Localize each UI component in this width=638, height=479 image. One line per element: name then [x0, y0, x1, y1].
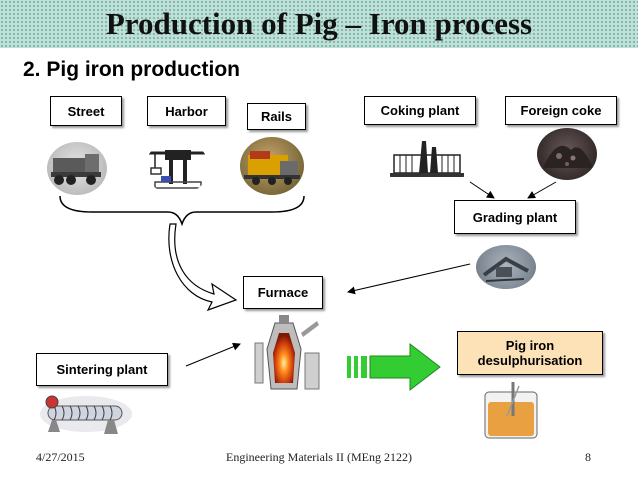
curved-arrow-to-furnace	[168, 223, 238, 312]
rails-box: Rails	[247, 103, 306, 130]
street-box: Street	[50, 96, 122, 126]
desulph-label-line2: desulphurisation	[477, 353, 583, 368]
ladle-image	[479, 382, 543, 444]
blast-furnace-image	[253, 313, 323, 391]
sintering-plant-image	[38, 388, 134, 438]
grouping-brace	[59, 195, 305, 227]
ladle-icon	[484, 382, 538, 439]
coke-pile-icon	[543, 145, 593, 168]
truck-icon	[51, 154, 101, 185]
street-label: Street	[67, 103, 105, 119]
arrow-coke-to-grading	[527, 181, 557, 199]
sintering-machine-icon	[40, 395, 132, 434]
harbor-box: Harbor	[147, 96, 226, 126]
grading-plant-icon	[482, 256, 529, 282]
harbor-label: Harbor	[165, 103, 208, 119]
coking-plant-image	[386, 133, 468, 188]
grading-plant-label: Grading plant	[472, 209, 558, 225]
foreign-coke-box: Foreign coke	[505, 96, 617, 125]
sintering-plant-label: Sintering plant	[56, 362, 148, 377]
slide-title: Production of Pig – Iron process	[105, 6, 533, 41]
arrow-coking-to-grading	[469, 181, 495, 199]
foreign-coke-label: Foreign coke	[520, 103, 602, 118]
coking-plant-box: Coking plant	[364, 96, 476, 125]
arrow-grading-to-furnace	[347, 263, 471, 295]
coking-plant-label: Coking plant	[380, 103, 460, 118]
desulphurisation-box: Pig iron desulphurisation	[457, 331, 603, 375]
furnace-icon	[254, 315, 320, 390]
grading-plant-image	[476, 245, 536, 289]
rails-label: Rails	[260, 109, 293, 124]
footer-page-number: 8	[585, 450, 591, 464]
sintering-plant-box: Sintering plant	[36, 353, 168, 386]
truck-image	[47, 142, 107, 195]
rails-image	[240, 137, 304, 195]
furnace-box: Furnace	[243, 276, 323, 309]
desulph-label-line1: Pig iron	[505, 338, 555, 353]
harbor-crane-image	[145, 140, 209, 195]
title-bar: Production of Pig – Iron process	[0, 0, 638, 48]
section-heading: 2. Pig iron production	[23, 58, 240, 81]
foreign-coke-image	[537, 128, 597, 180]
green-process-arrow	[347, 342, 441, 392]
footer-course: Engineering Materials II (MEng 2122)	[226, 450, 412, 464]
footer-date: 4/27/2015	[36, 450, 85, 464]
train-icon	[244, 151, 300, 185]
grading-plant-box: Grading plant	[454, 200, 576, 234]
coking-plant-icon	[390, 141, 464, 177]
crane-icon	[149, 150, 205, 189]
arrow-sintering-to-furnace	[185, 342, 241, 367]
furnace-label: Furnace	[257, 285, 309, 300]
